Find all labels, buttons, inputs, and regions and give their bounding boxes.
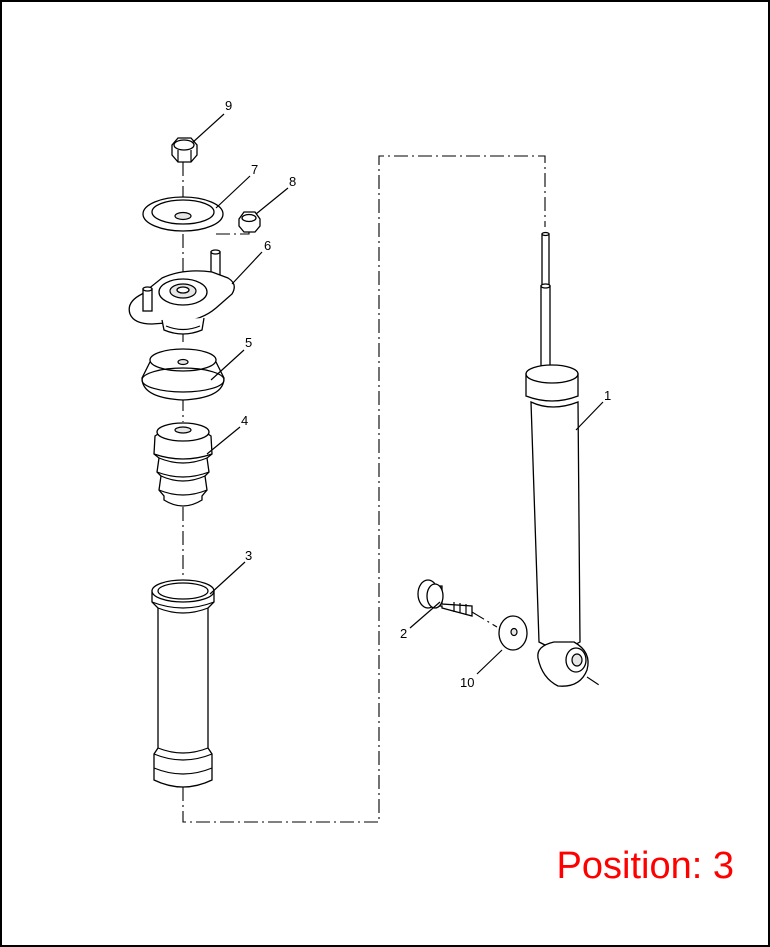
part-5-cap [141, 348, 225, 401]
part-1-shock-absorber [525, 231, 589, 687]
part-4-bump-stop [153, 422, 213, 507]
part-2-bolt [417, 579, 473, 617]
callout-5: 5 [245, 335, 252, 350]
callout-6: 6 [264, 238, 271, 253]
part-8-nut [238, 211, 261, 233]
callout-3: 3 [245, 548, 252, 563]
leader-lines [191, 113, 604, 675]
part-10-washer [498, 615, 528, 651]
part-7-plate [142, 196, 224, 232]
part-6-strut-mount [128, 249, 235, 335]
callout-9: 9 [225, 98, 232, 113]
callout-10: 10 [460, 675, 474, 690]
callout-1: 1 [604, 388, 611, 403]
callout-4: 4 [241, 413, 248, 428]
callout-8: 8 [289, 174, 296, 189]
part-3-dust-boot [151, 579, 215, 788]
callout-labels: 9 7 8 6 5 4 3 1 2 10 [225, 98, 611, 690]
part-9-nut [171, 137, 198, 163]
position-label: Position: 3 [556, 845, 734, 887]
callout-2: 2 [400, 626, 407, 641]
callout-7: 7 [251, 162, 258, 177]
